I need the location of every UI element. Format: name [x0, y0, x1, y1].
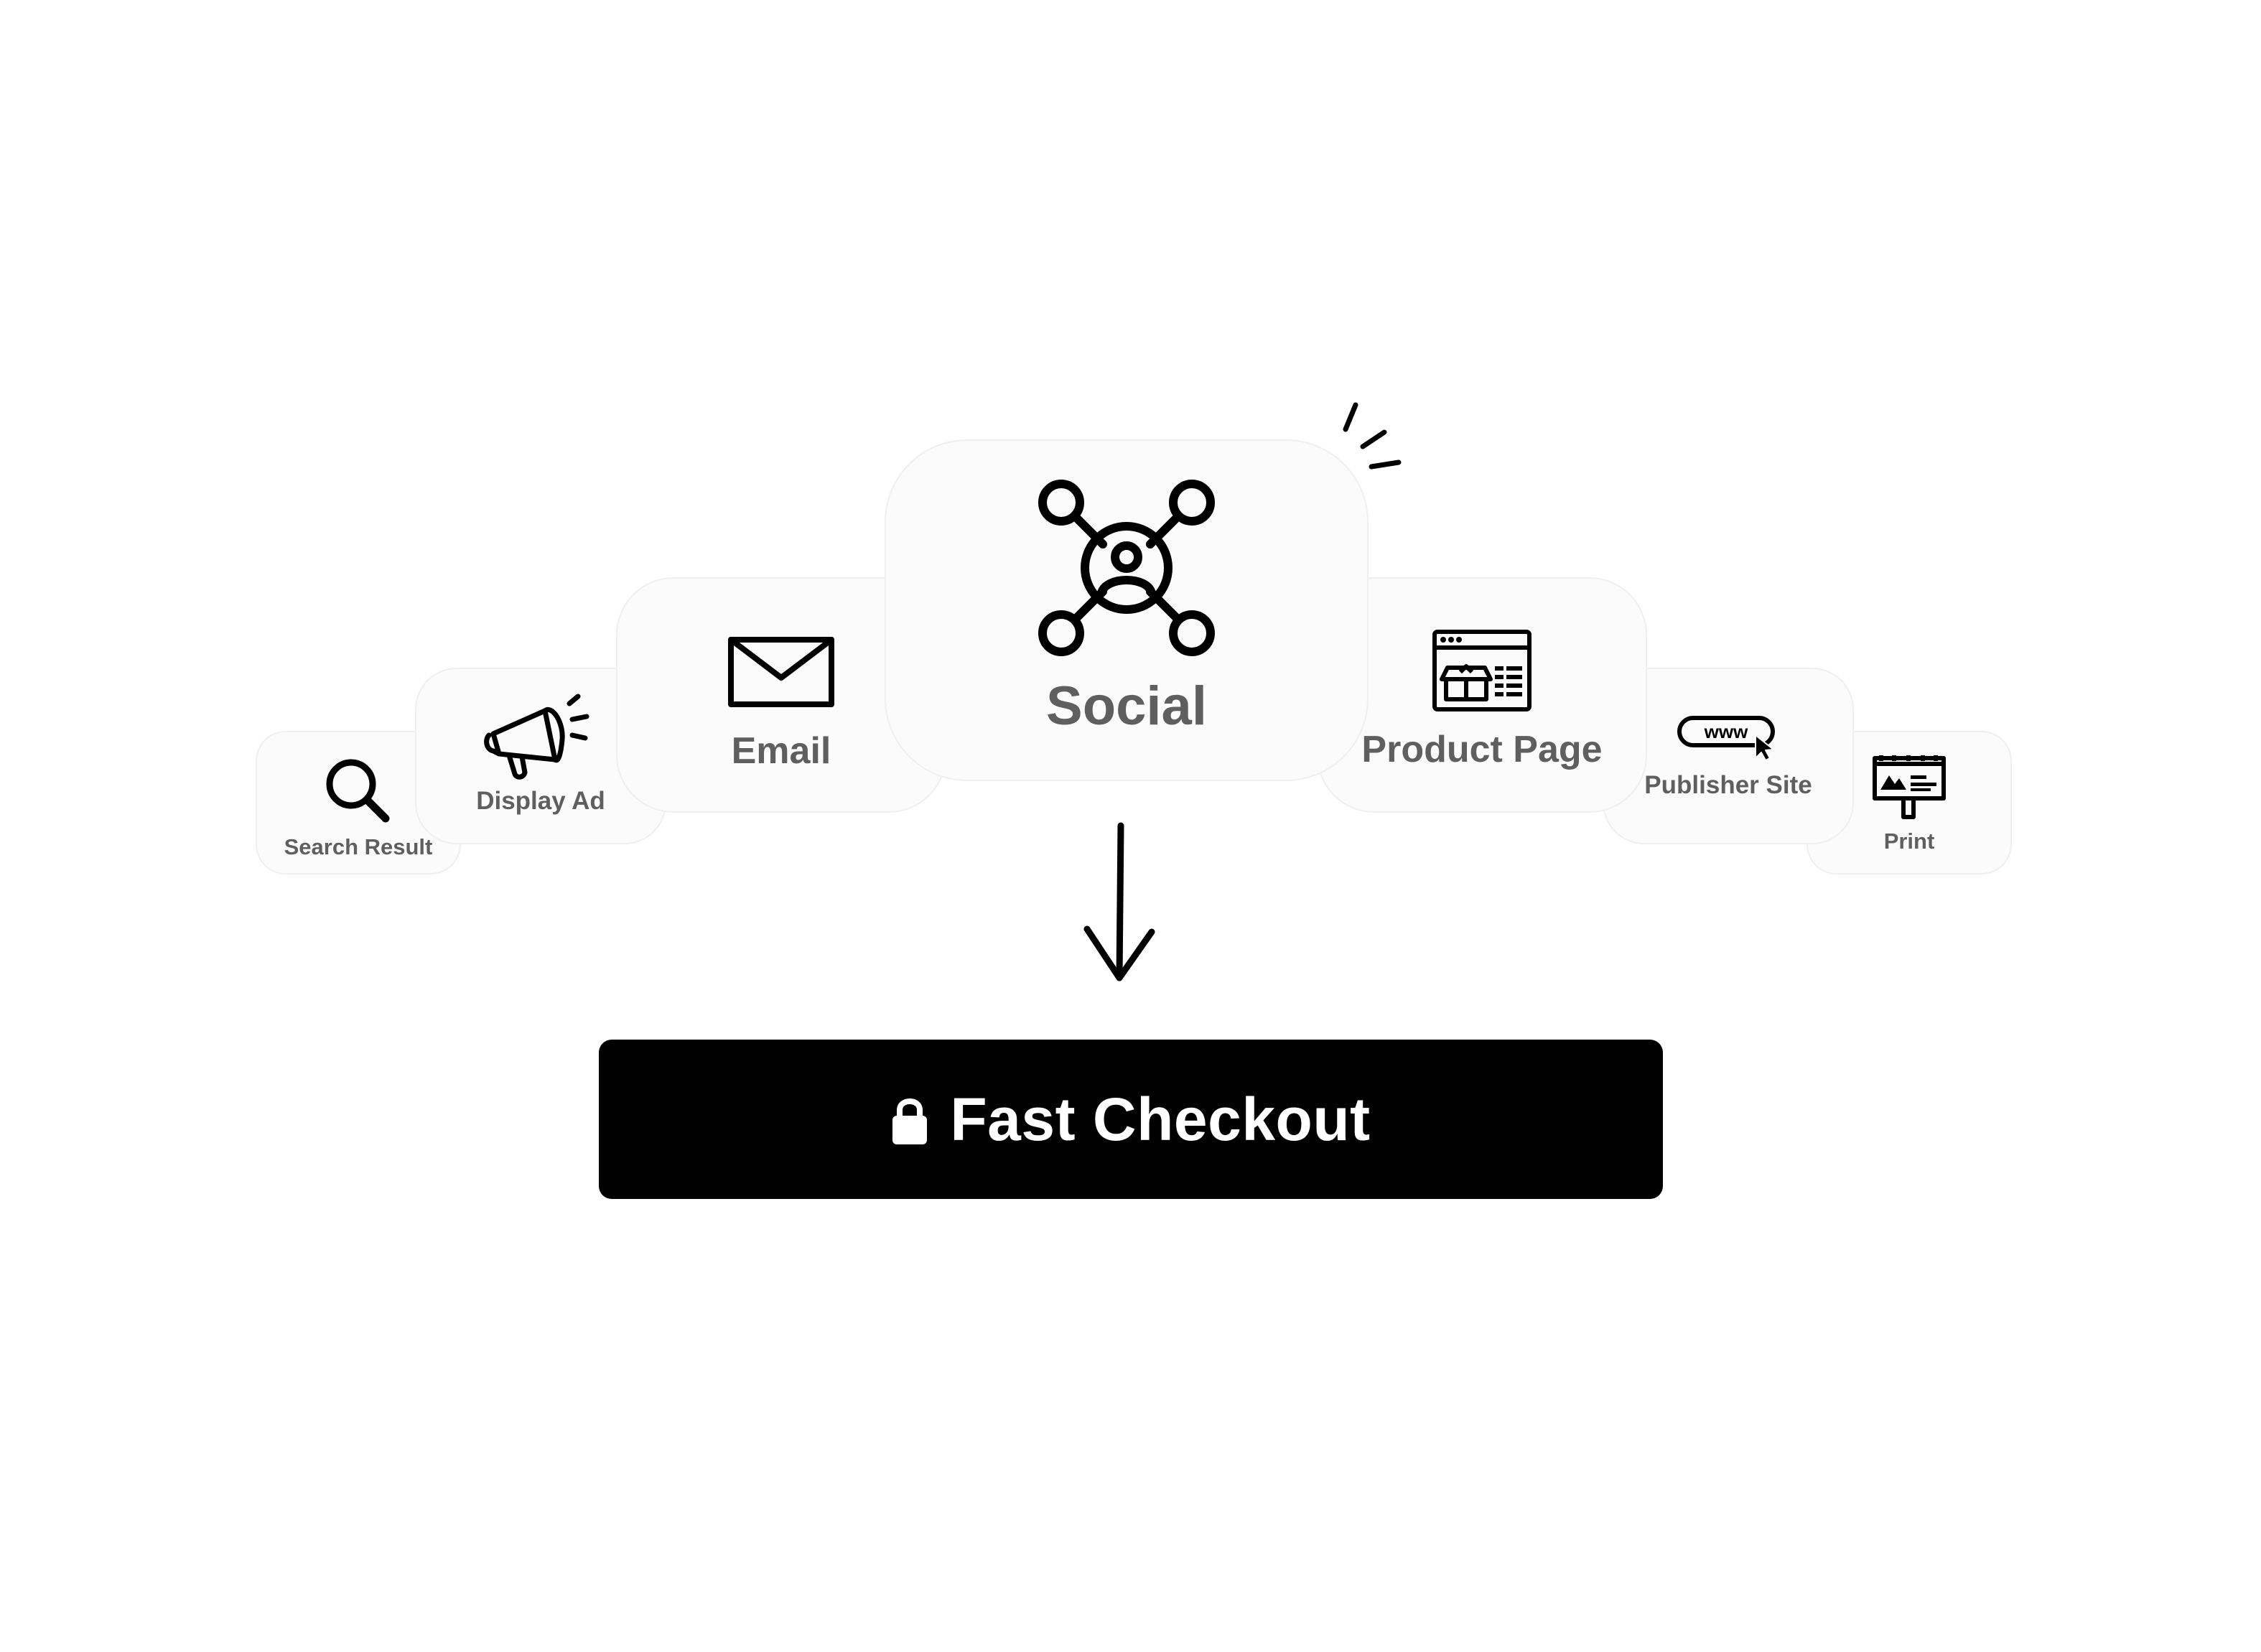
megaphone-icon: [484, 694, 589, 780]
fast-checkout-label: Fast Checkout: [950, 1085, 1371, 1153]
down-arrow-icon: [1083, 822, 1155, 981]
channel-card-social: Social: [885, 439, 1369, 781]
svg-text:www: www: [1704, 721, 1748, 742]
lock-icon: [892, 1098, 928, 1144]
channel-label: Email: [731, 730, 831, 772]
fast-checkout-button[interactable]: Fast Checkout: [599, 1040, 1663, 1199]
channel-label: Social: [1046, 676, 1207, 737]
channel-label: Search Result: [284, 834, 433, 859]
storefront-browser-icon: [1432, 630, 1532, 711]
sparkle-icon: [1343, 402, 1402, 470]
channel-label: Print: [1883, 829, 1935, 854]
channel-label: Display Ad: [476, 787, 605, 815]
envelope-icon: [728, 637, 834, 707]
billboard-icon: [1873, 755, 1946, 819]
www-cursor-icon: www: [1677, 716, 1775, 761]
social-network-icon: [1038, 480, 1215, 656]
channel-card-product-page: Product Page: [1317, 577, 1647, 813]
magnifier-icon: [326, 759, 390, 823]
channel-label: Product Page: [1361, 729, 1603, 770]
channel-label: Publisher Site: [1644, 771, 1812, 799]
